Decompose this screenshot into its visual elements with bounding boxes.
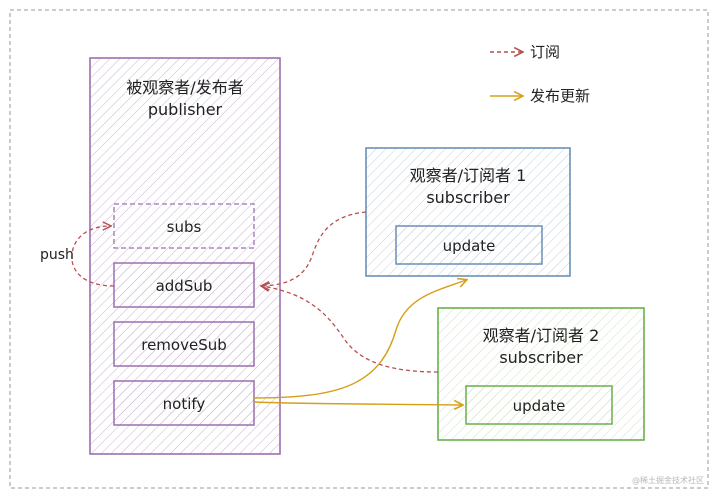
- watermark-text: @稀土掘金技术社区: [632, 475, 704, 485]
- publisher-title: 被观察者/发布者: [126, 78, 243, 97]
- subscriber-1-update-method[interactable]: update: [395, 225, 543, 265]
- publisher-subtitle: publisher: [148, 100, 223, 119]
- subscriber-1-title: 观察者/订阅者 1: [410, 166, 527, 185]
- legend-publish-label: 发布更新: [530, 87, 590, 105]
- subscribe-arrow-subscriber-1: [262, 211, 367, 286]
- publisher-item-notify[interactable]: notify: [113, 380, 255, 426]
- subscriber-1-box: 观察者/订阅者 1 subscriber update: [365, 147, 571, 277]
- publisher-item-subs[interactable]: subs: [113, 203, 255, 249]
- subscribe-arrow-subscriber-2: [262, 286, 439, 373]
- subscriber-2-subtitle: subscriber: [499, 348, 583, 367]
- publisher-item-addsub-label: addSub: [156, 277, 213, 295]
- subscriber-2-title: 观察者/订阅者 2: [483, 326, 600, 345]
- subscriber-2-update-method[interactable]: update: [465, 385, 613, 425]
- publisher-box: 被观察者/发布者 publisher subs addSub removeSub…: [89, 57, 281, 455]
- publisher-item-notify-label: notify: [163, 395, 206, 413]
- legend-subscribe-label: 订阅: [530, 43, 560, 61]
- publisher-item-removesub[interactable]: removeSub: [113, 321, 255, 367]
- push-label: push: [40, 247, 74, 263]
- subscriber-1-subtitle: subscriber: [426, 188, 510, 207]
- legend: 订阅 发布更新: [490, 43, 590, 105]
- publish-arrow-subscriber-2: [253, 402, 462, 405]
- publish-arrow-subscriber-1: [253, 280, 466, 399]
- publisher-item-removesub-label: removeSub: [141, 336, 227, 354]
- push-arrow: [71, 226, 115, 287]
- subscriber-1-update-label: update: [443, 237, 496, 255]
- publisher-item-subs-label: subs: [167, 218, 202, 236]
- subscriber-2-update-label: update: [513, 397, 566, 415]
- publisher-item-addsub[interactable]: addSub: [113, 262, 255, 308]
- subscriber-2-box: 观察者/订阅者 2 subscriber update: [437, 307, 645, 441]
